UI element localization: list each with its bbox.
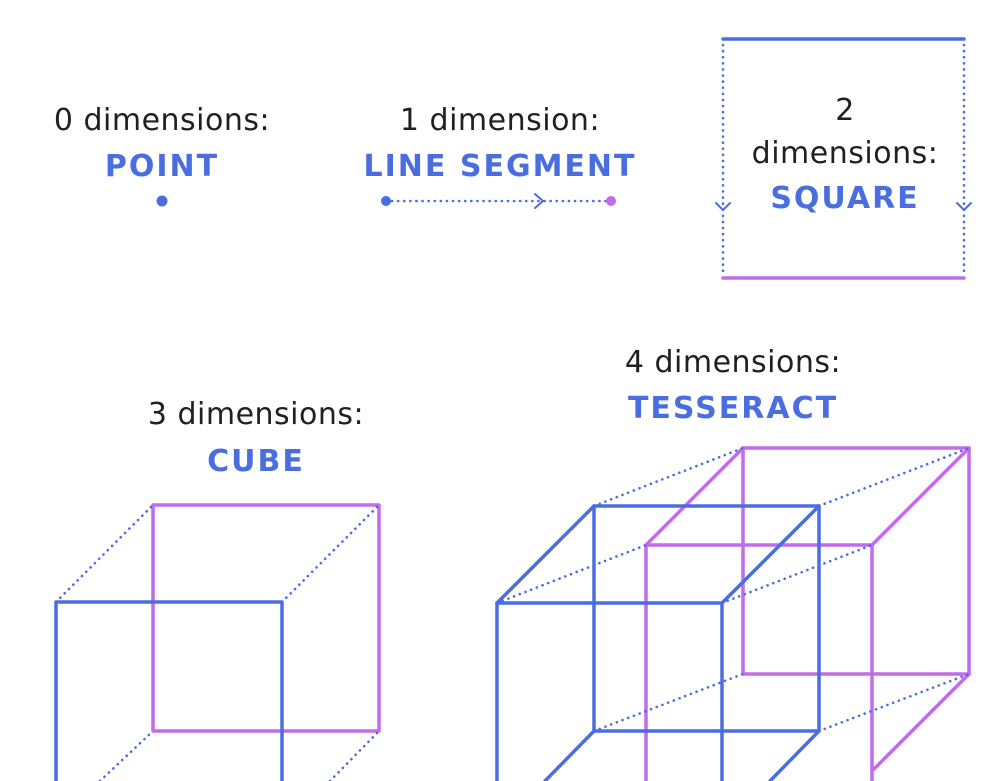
- tesseract-blue-edge-tr: [720, 504, 821, 605]
- tesseract-blue-edge-tl: [495, 504, 596, 605]
- tesseract-connector-3: [495, 543, 648, 605]
- tesseract-blue-front-face: [495, 601, 724, 781]
- square-dimension-number: 2: [835, 93, 855, 128]
- point-dimension-label: 0 dimensions:: [54, 103, 270, 138]
- tesseract-connector-4: [720, 543, 874, 605]
- tesseract-dimension-label: 4 dimensions:: [625, 345, 841, 380]
- tesseract-connector-1: [592, 446, 745, 508]
- tesseract-purple-back-face: [741, 446, 971, 676]
- point-dot: [156, 195, 168, 207]
- square-left-arrow-icon: [715, 202, 731, 211]
- square-right-arrow-icon: [956, 202, 972, 211]
- cube-figure: 3 dimensions: CUBE: [54, 397, 381, 781]
- tesseract-connector-6: [817, 672, 971, 733]
- line-dimension-label: 1 dimension:: [400, 103, 600, 138]
- square-dimension-word: dimensions:: [752, 136, 939, 171]
- tesseract-figure: 4 dimensions: TESSERACT: [495, 345, 971, 781]
- line-name: LINE SEGMENT: [364, 149, 637, 184]
- cube-edge-top-left: [54, 503, 155, 604]
- tesseract-purple-front-face: [644, 543, 874, 781]
- tesseract-connector-2: [817, 446, 971, 508]
- tesseract-purple-edge-tl: [644, 446, 745, 547]
- line-start-point: [381, 196, 391, 206]
- cube-edge-top-right: [280, 503, 381, 604]
- square-figure: 2 dimensions: SQUARE: [715, 37, 972, 280]
- tesseract-connector-5: [592, 672, 745, 733]
- tesseract-blue-edge-bl: [543, 729, 596, 781]
- cube-name: CUBE: [207, 444, 305, 479]
- cube-dimension-label: 3 dimensions:: [148, 397, 364, 432]
- cube-edge-bottom-right: [328, 729, 381, 781]
- square-name: SQUARE: [770, 181, 919, 216]
- line-end-point: [606, 196, 616, 206]
- tesseract-purple-edge-br: [870, 672, 971, 773]
- point-figure: 0 dimensions: POINT: [54, 103, 270, 207]
- tesseract-name: TESSERACT: [628, 391, 838, 426]
- cube-back-face: [151, 503, 381, 733]
- line-segment-figure: 1 dimension: LINE SEGMENT: [364, 103, 637, 209]
- line-direction-arrow-icon: [534, 193, 544, 209]
- cube-front-face: [54, 600, 284, 781]
- tesseract-blue-back-face: [592, 504, 821, 733]
- cube-edge-bottom-left: [98, 729, 155, 781]
- tesseract-blue-edge-br: [768, 729, 821, 781]
- point-name: POINT: [105, 149, 219, 184]
- tesseract-purple-edge-tr: [870, 446, 971, 547]
